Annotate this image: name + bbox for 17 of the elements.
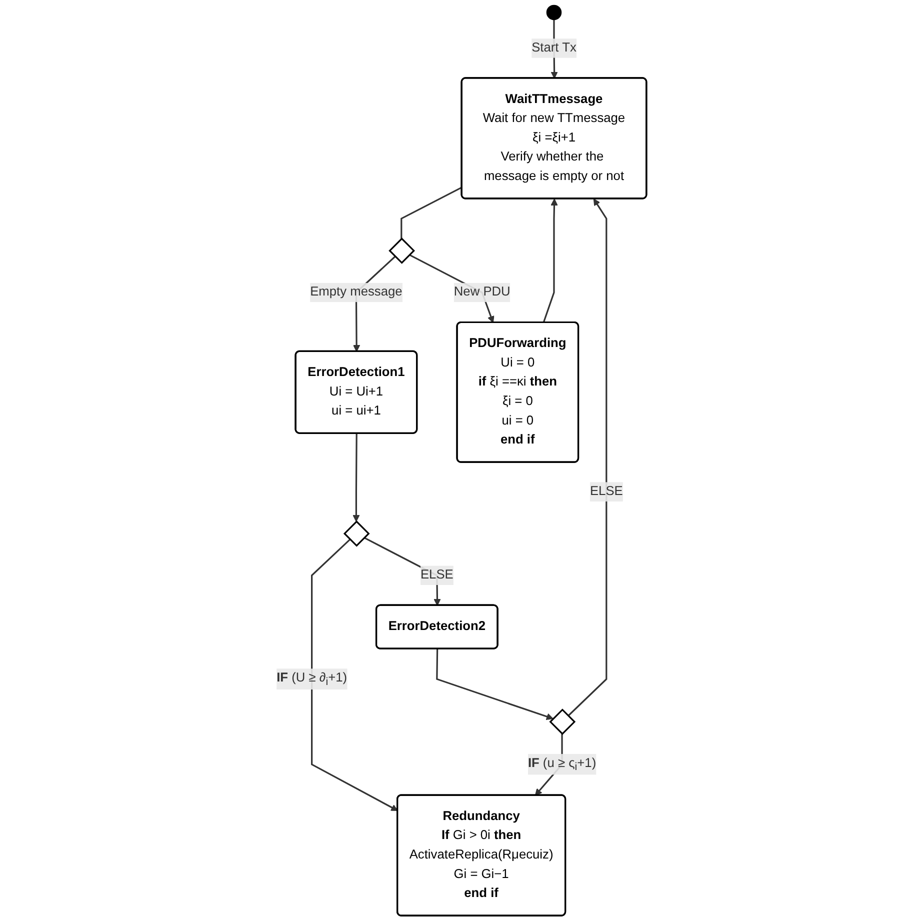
node-diamond xyxy=(388,238,415,264)
connector xyxy=(400,186,462,239)
arrow xyxy=(436,648,554,720)
edge-label: IF (u ≥ ς$_{i}$+1) xyxy=(528,756,596,773)
arrow xyxy=(568,198,608,716)
edge-label: ELSE xyxy=(420,568,454,582)
edge-label: New PDU xyxy=(454,285,510,299)
arrow xyxy=(542,198,558,323)
node-diamond xyxy=(549,708,576,735)
node-diamond xyxy=(343,520,370,547)
arrow xyxy=(311,538,398,811)
edge-label: ELSE xyxy=(590,484,623,498)
arrow xyxy=(352,434,360,522)
node-circle xyxy=(546,4,562,20)
edge-label: IF (U ≥ ∂$_{i}$+1) xyxy=(276,671,348,688)
edge-label: Start Tx xyxy=(532,40,576,55)
edge-label: Empty message xyxy=(310,285,402,299)
